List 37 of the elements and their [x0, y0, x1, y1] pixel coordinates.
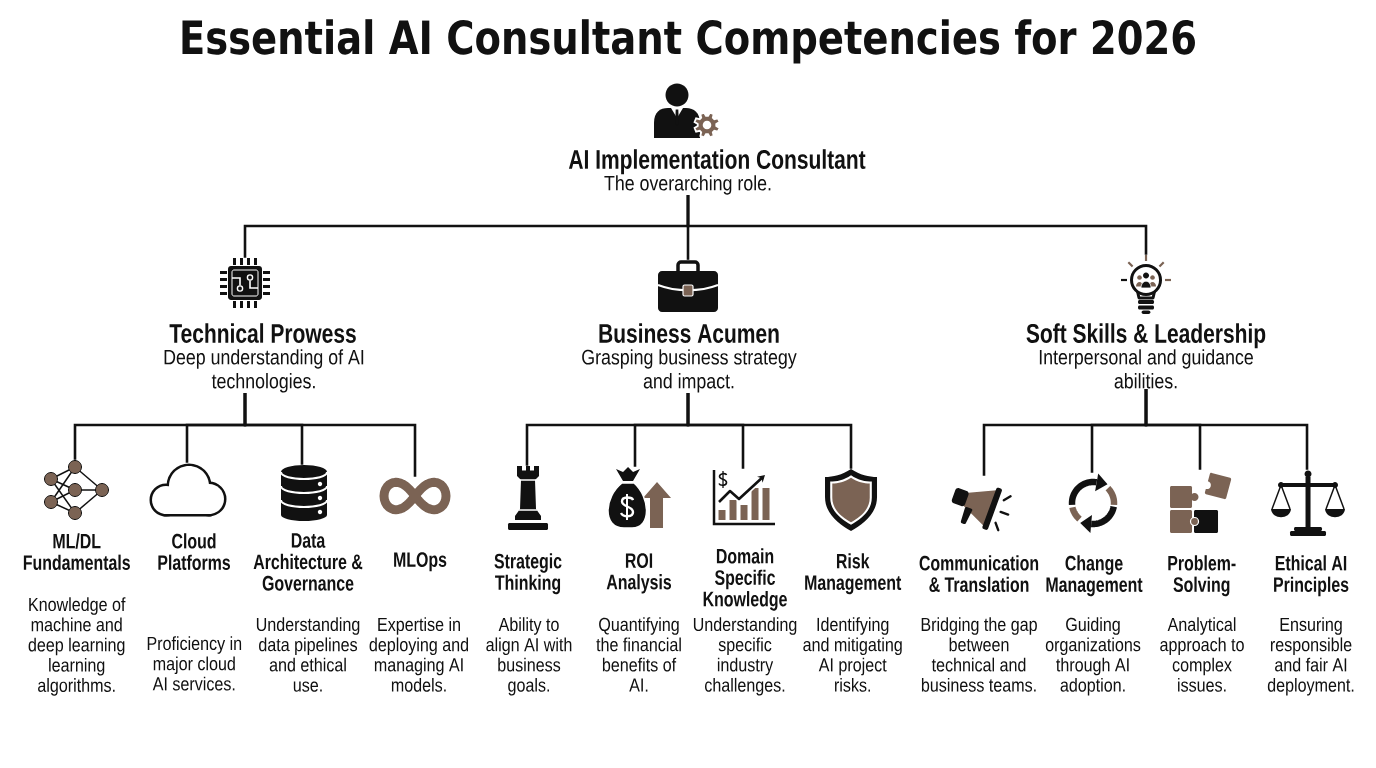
skill-heading: Data Architecture & Governance	[253, 533, 363, 591]
category-heading: Technical Prowess	[169, 323, 356, 343]
skill-heading: Problem-Solving	[1168, 555, 1236, 597]
skill-description: Ability to align AI with business goals.	[486, 617, 572, 696]
category-heading: Business Acumen	[599, 323, 779, 343]
skill-heading: Ethical AI Principles	[1274, 555, 1349, 597]
skill-description: Knowledge of machine and deep learning learning algorithms.	[28, 597, 126, 696]
skill-description: Identifying and mitigating AI project risks.	[803, 617, 902, 692]
title: Essential AI Consultant Competencies for 2026	[182, 19, 1195, 64]
skill-description: Understanding data pipelines and ethical use.	[256, 617, 360, 692]
role-heading: AI Implementation Consultant	[568, 149, 866, 175]
skill-description: Quantifying the financial benefits of AI.	[596, 617, 681, 692]
connector-line	[243, 393, 417, 477]
skill-heading: Domain Specific Knowledge	[703, 548, 787, 611]
skill-heading: Strategic Thinking	[494, 553, 562, 595]
connector-line	[686, 393, 853, 469]
skill-heading: ROI Analysis	[606, 553, 672, 594]
category-description: Interpersonal and guidance abilities.	[1039, 349, 1253, 389]
skill-heading: MLOps	[394, 552, 447, 572]
connector-line	[1144, 388, 1309, 470]
role-description: The overarching role.	[604, 175, 771, 195]
skill-description: Bridging the gap between technical and business teams.	[921, 617, 1037, 692]
skill-heading: Risk Management	[805, 553, 902, 595]
skill-heading: Cloud Platforms	[158, 533, 230, 570]
skill-description: Guiding organizations through AI adoption.	[1045, 617, 1141, 696]
category-description: Grasping business strategy and impact.	[582, 349, 797, 393]
skill-heading: ML/DL Fundamentals	[23, 533, 130, 570]
skill-heading: Change Management	[1046, 555, 1143, 597]
skill-description: Proficiency in major cloud AI services.	[147, 636, 242, 691]
skill-description: Expertise in deploying and managing AI models.	[369, 617, 469, 692]
skill-description: Analytical approach to complex issues.	[1160, 617, 1244, 692]
category-description: Deep understanding of AI technologies.	[164, 349, 364, 393]
skill-description: Understanding specific industry challenges.	[693, 617, 797, 696]
connector-line	[686, 195, 1148, 255]
category-heading: Soft Skills & Leadership	[1026, 323, 1266, 349]
skill-heading: Communication & Translation	[919, 555, 1039, 592]
skill-description: Ensuring responsible and fair AI deployment.	[1267, 617, 1354, 696]
